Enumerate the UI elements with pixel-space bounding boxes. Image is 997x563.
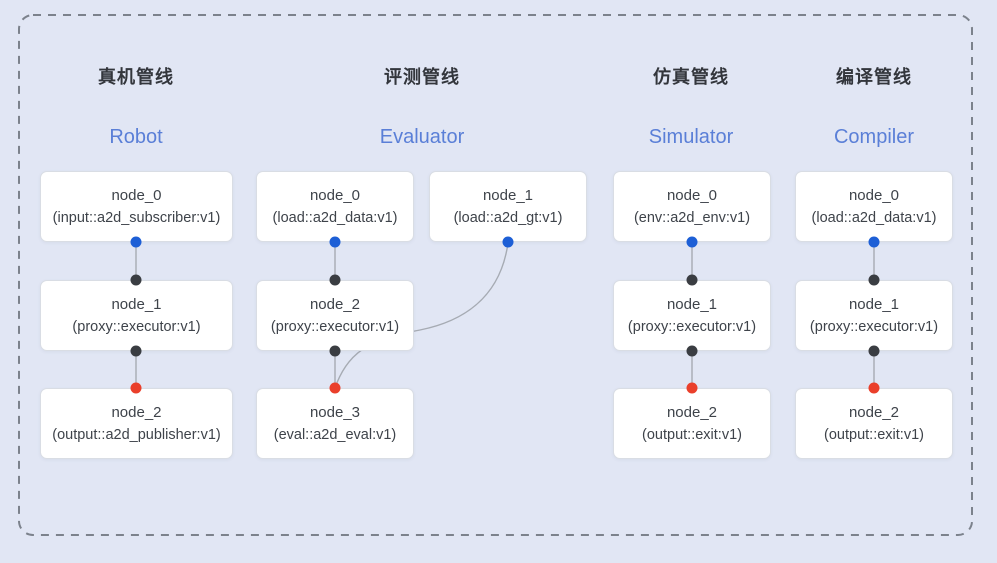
simulator-node-1: node_1 (proxy::executor:v1)	[613, 280, 771, 351]
compiler-node-2: node_2 (output::exit:v1)	[795, 388, 953, 459]
node-type: (load::a2d_data:v1)	[811, 209, 937, 226]
node-type: (eval::a2d_eval:v1)	[273, 426, 397, 443]
node-name: node_2	[848, 403, 900, 421]
pipeline-title-en-evaluator: Evaluator	[379, 126, 465, 148]
node-name: node_2	[309, 295, 361, 313]
evaluator-node-2: node_2 (proxy::executor:v1)	[256, 280, 414, 351]
node-type: (proxy::executor:v1)	[270, 318, 400, 335]
robot-node-2: node_2 (output::a2d_publisher:v1)	[40, 388, 233, 459]
node-type: (load::a2d_data:v1)	[272, 209, 398, 226]
node-type: (proxy::executor:v1)	[809, 318, 939, 335]
robot-node-1: node_1 (proxy::executor:v1)	[40, 280, 233, 351]
node-type: (output::exit:v1)	[642, 426, 742, 443]
node-name: node_1	[482, 186, 534, 204]
node-type: (input::a2d_subscriber:v1)	[52, 209, 221, 226]
node-type: (proxy::executor:v1)	[72, 318, 201, 335]
compiler-node-1: node_1 (proxy::executor:v1)	[795, 280, 953, 351]
node-name: node_1	[666, 295, 718, 313]
node-type: (proxy::executor:v1)	[627, 318, 757, 335]
node-name: node_2	[111, 403, 162, 421]
compiler-node-0: node_0 (load::a2d_data:v1)	[795, 171, 953, 242]
pipeline-title-cn-evaluator: 评测管线	[384, 67, 460, 87]
node-name: node_0	[848, 186, 900, 204]
evaluator-node-3: node_3 (eval::a2d_eval:v1)	[256, 388, 414, 459]
node-type: (env::a2d_env:v1)	[633, 209, 751, 226]
node-name: node_0	[309, 186, 361, 204]
robot-node-0: node_0 (input::a2d_subscriber:v1)	[40, 171, 233, 242]
node-type: (output::exit:v1)	[824, 426, 924, 443]
node-type: (output::a2d_publisher:v1)	[52, 426, 221, 443]
pipeline-title-en-compiler: Compiler	[833, 126, 915, 148]
evaluator-node-1: node_1 (load::a2d_gt:v1)	[429, 171, 587, 242]
node-name: node_3	[309, 403, 361, 421]
node-name: node_2	[666, 403, 718, 421]
evaluator-node-0: node_0 (load::a2d_data:v1)	[256, 171, 414, 242]
pipeline-title-en-robot: Robot	[109, 126, 163, 148]
node-type: (load::a2d_gt:v1)	[453, 209, 563, 226]
node-name: node_0	[666, 186, 718, 204]
node-name: node_1	[848, 295, 900, 313]
pipeline-title-cn-robot: 真机管线	[98, 67, 174, 87]
simulator-node-0: node_0 (env::a2d_env:v1)	[613, 171, 771, 242]
simulator-node-2: node_2 (output::exit:v1)	[613, 388, 771, 459]
pipeline-title-cn-compiler: 编译管线	[836, 67, 912, 87]
node-name: node_0	[111, 186, 162, 204]
node-name: node_1	[111, 295, 162, 313]
